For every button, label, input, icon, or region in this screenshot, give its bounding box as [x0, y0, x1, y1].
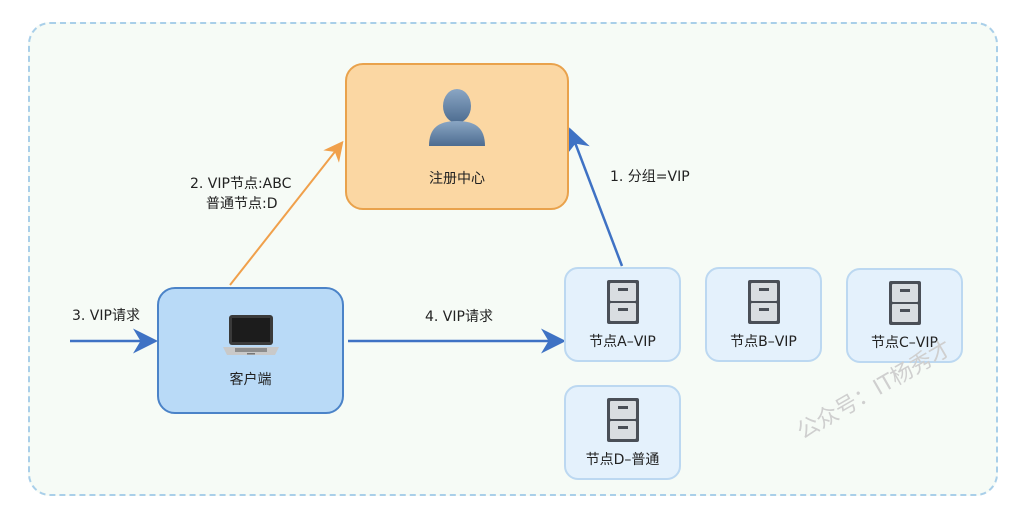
node-d: 节点D–普通 [564, 385, 681, 480]
edge-label-step3: 3. VIP请求 [72, 308, 140, 324]
laptop-icon [222, 314, 279, 355]
edge-label-step2-line1: 2. VIP节点:ABC [190, 176, 292, 192]
edge-label-step2-line2: 普通节点:D [206, 196, 278, 212]
registry-label: 注册中心 [429, 170, 485, 187]
file-cabinet-icon [606, 279, 639, 324]
edge-label-step4: 4. VIP请求 [425, 309, 493, 325]
node-b: 节点B–VIP [705, 267, 822, 362]
file-cabinet-icon [747, 279, 780, 324]
node-c-label: 节点C–VIP [871, 334, 938, 351]
client-node: 客户端 [157, 287, 344, 414]
person-icon [429, 88, 485, 146]
file-cabinet-icon [606, 397, 639, 442]
edge-label-step1: 1. 分组=VIP [610, 169, 690, 185]
node-b-label: 节点B–VIP [730, 333, 797, 350]
arrow-step1 [566, 127, 624, 267]
registry-node: 注册中心 [345, 63, 569, 210]
node-d-label: 节点D–普通 [585, 451, 660, 468]
file-cabinet-icon [888, 280, 921, 325]
node-c: 节点C–VIP [846, 268, 963, 363]
node-a-label: 节点A–VIP [589, 333, 656, 350]
client-label: 客户端 [229, 371, 272, 388]
arrow-step2 [229, 140, 344, 286]
node-a: 节点A–VIP [564, 267, 681, 362]
